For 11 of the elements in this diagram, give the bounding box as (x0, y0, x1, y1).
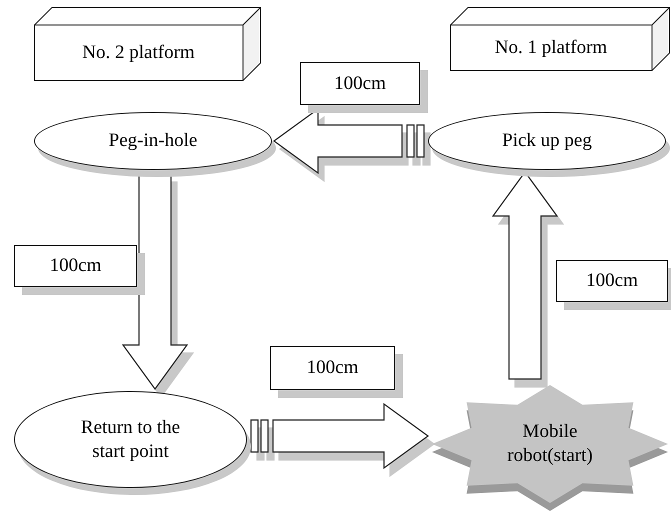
node-label: Peg-in-hole (108, 129, 198, 153)
block-arrow (250, 402, 430, 470)
node-label: 100cm (334, 72, 386, 96)
node-label: 100cm (586, 269, 638, 293)
node-label: 100cm (306, 356, 358, 380)
node-label: Pick up peg (502, 129, 592, 153)
node-label: Mobile robot(start) (506, 420, 594, 468)
node-label: No. 2 platform (82, 41, 195, 65)
node-label: No. 1 platform (494, 36, 608, 60)
node-label: 100cm (50, 254, 102, 278)
node-label: Return to the start point (80, 416, 182, 464)
